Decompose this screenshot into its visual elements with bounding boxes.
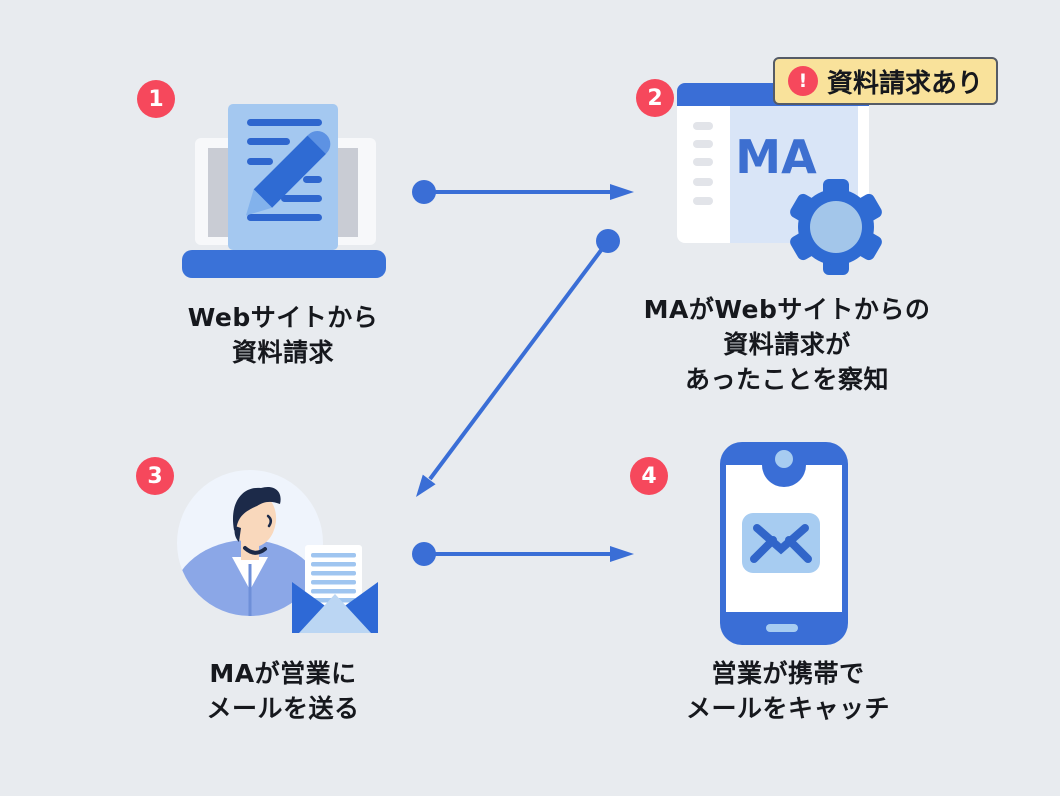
arrow-step3-to-step4: [412, 542, 634, 566]
mail-notification-icon: [742, 513, 820, 573]
step-4-number-badge: 4: [630, 457, 668, 495]
step-2-caption-line-2: 資料請求が: [723, 330, 851, 359]
step-1-caption-line-1: Webサイトから: [187, 303, 379, 332]
step-4-caption-line-2: メールをキャッチ: [685, 694, 890, 723]
arrow-step1-to-step2: [412, 180, 634, 204]
ma-label: MA: [735, 130, 817, 184]
sidebar-menu-dashes: [693, 122, 713, 205]
step-1-caption: Webサイトから 資料請求: [133, 300, 433, 370]
gear-icon: [790, 179, 882, 275]
laptop-form-pencil-icon: [182, 104, 386, 278]
salesperson-figure: [177, 486, 323, 616]
open-envelope-icon: [292, 545, 378, 633]
step-2-caption-line-1: MAがWebサイトからの: [643, 295, 931, 324]
step-4-caption-line-1: 営業が携帯で: [711, 659, 865, 688]
step-3-caption: MAが営業に メールを送る: [133, 656, 433, 726]
step-1-caption-line-2: 資料請求: [231, 338, 334, 367]
pencil-glyph: [245, 131, 331, 216]
sales-person-envelope-icon: [177, 470, 378, 633]
smartphone-mail-icon: [720, 442, 848, 645]
ma-browser-gear-icon: MA: [677, 83, 882, 275]
exclamation-icon: !: [788, 66, 818, 96]
alert-badge-label: 資料請求あり: [827, 68, 984, 99]
step-3-number-badge: 3: [136, 457, 174, 495]
step-3-caption-line-2: メールを送る: [206, 694, 360, 723]
home-button: [766, 624, 798, 632]
step-1-number-badge: 1: [137, 80, 175, 118]
step-4-caption: 営業が携帯で メールをキャッチ: [633, 656, 943, 726]
step-3-caption-line-1: MAが営業に: [209, 659, 357, 688]
step-2-caption-line-3: あったことを察知: [684, 365, 889, 394]
arrow-step2-to-step3: [416, 229, 620, 497]
alert-badge: ! 資料請求あり: [773, 57, 999, 105]
step-2-number-badge: 2: [636, 79, 674, 117]
step-2-caption: MAがWebサイトからの 資料請求が あったことを察知: [627, 292, 947, 397]
